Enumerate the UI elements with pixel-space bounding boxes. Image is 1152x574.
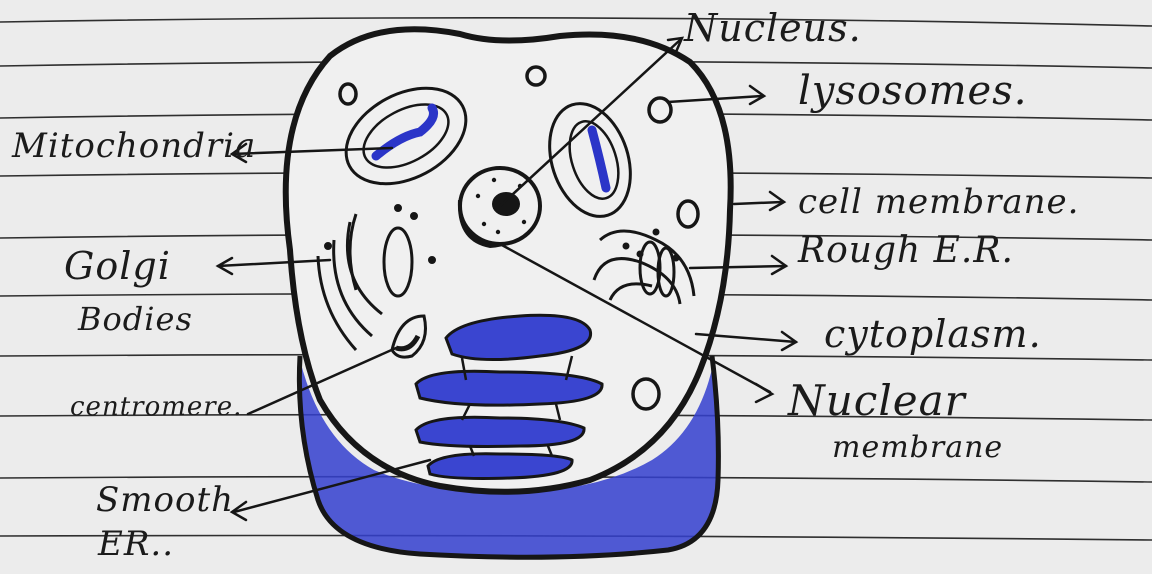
label-rough-er: Rough E.R. (798, 230, 1014, 271)
label-nucleus: Nucleus. (684, 6, 862, 50)
label-cytoplasm: cytoplasm. (824, 312, 1042, 356)
label-cell-membrane: cell membrane. (798, 182, 1079, 222)
label-golgi-bodies: Bodies (78, 300, 193, 338)
label-smooth: Smooth (96, 480, 234, 520)
label-nuclear: Nuclear (788, 376, 966, 425)
label-nuclear-membrane: membrane (832, 430, 1003, 465)
label-golgi: Golgi (64, 244, 171, 288)
label-mitochondria: Mitochondria (12, 126, 256, 166)
label-smooth-er: ER.. (98, 524, 174, 564)
label-centromere: centromere. (70, 392, 242, 422)
label-lysosomes: lysosomes. (798, 68, 1027, 114)
